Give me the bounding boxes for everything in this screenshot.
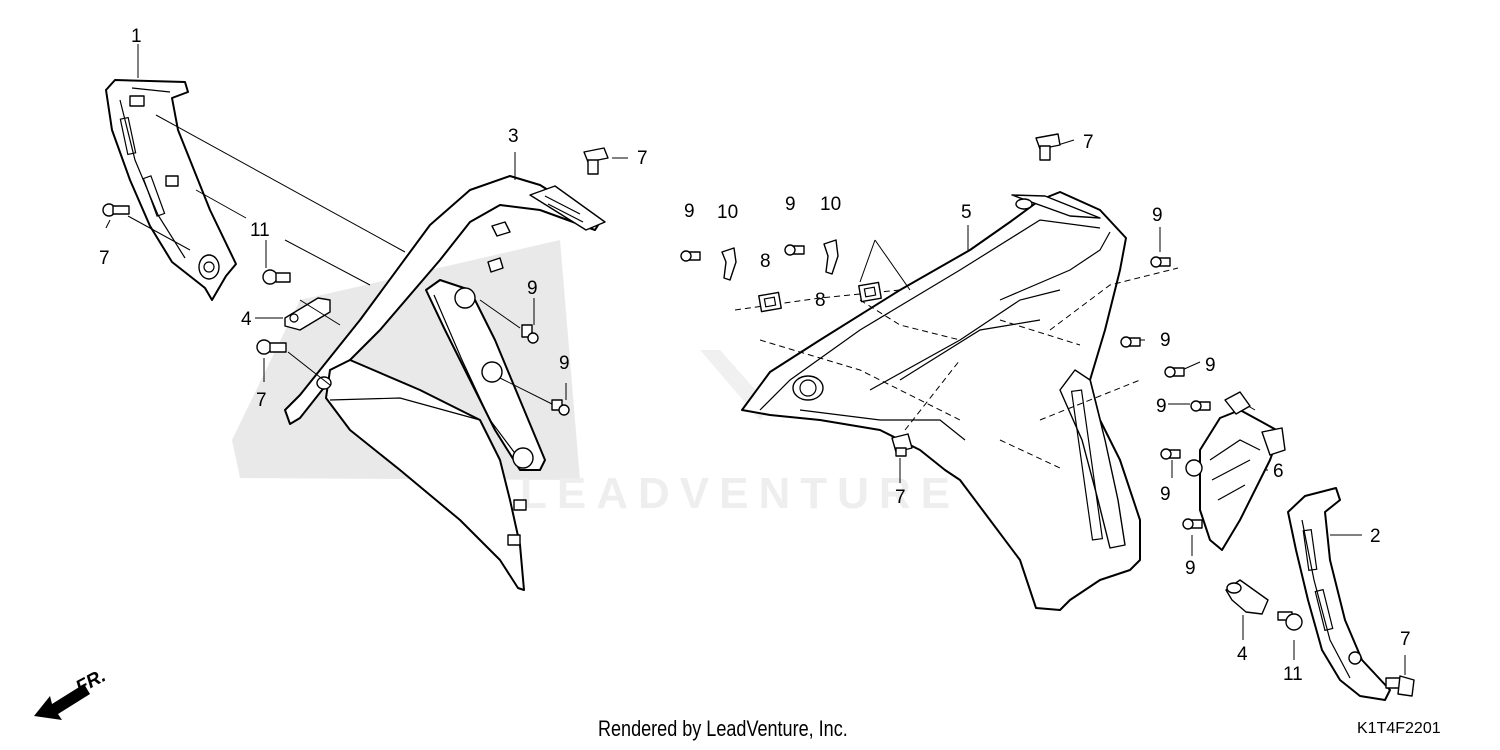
screw-9-b [551,399,570,416]
part-5-side-cover [741,191,1141,611]
callout-7-c: 7 [637,148,648,169]
nut-8-b [858,281,882,303]
callout-8-a: 8 [760,251,771,272]
bolt-11-a [262,269,291,285]
callout-1: 1 [131,26,142,47]
part-6-bracket-cover [1185,391,1286,551]
inner-cover-panel [316,279,546,591]
clip-10-a [721,247,737,281]
callout-7-d: 7 [1083,132,1094,153]
screw-7-e [891,433,913,457]
watermark-text: LEADVENTURE [520,469,960,518]
bolt-7-b [256,339,287,355]
left-fasteners [102,147,609,416]
left-leader-lines [105,44,628,405]
part-1-trim-strip [105,79,237,301]
callout-6: 6 [1273,461,1284,482]
callout-4-right: 4 [1237,644,1248,665]
nut-8-a [758,291,782,313]
screw-9-i [1160,448,1181,460]
callout-4-left: 4 [241,309,252,330]
screw-9-d [784,244,805,256]
callout-7-b: 7 [256,390,267,411]
callout-2: 2 [1370,526,1381,547]
callout-9-h: 9 [1156,396,1167,417]
callout-10-a: 10 [717,202,738,223]
callout-labels: 1 2 3 4 4 5 6 7 7 7 7 7 7 8 8 9 9 9 9 9 … [99,26,1411,685]
callout-9-c: 9 [527,278,538,299]
screw-9-j [1182,518,1203,530]
screw-9-e [1150,256,1171,268]
callout-8-b: 8 [815,290,826,311]
screw-7-d [1035,133,1061,161]
callout-9-b: 9 [785,194,796,215]
callout-9-d: 9 [559,353,570,374]
callout-5: 5 [961,202,972,223]
collar-4-b [1225,579,1269,615]
clip-10-b [823,239,839,275]
screw-9-a [521,324,539,344]
part-2-trim-strip [1287,487,1391,701]
callout-9-a: 9 [684,201,695,222]
screw-9-g [1164,366,1185,378]
callout-7-a: 7 [99,248,110,269]
part-3-upper-panel [284,175,606,425]
callout-9-e: 9 [1152,205,1163,226]
diagram-code: K1T4F2201 [1357,720,1441,737]
callout-7-f: 7 [1400,629,1411,650]
callout-3: 3 [508,126,519,147]
screw-9-h [1190,400,1211,412]
callout-7-e: 7 [895,487,906,508]
front-direction-arrow: FR. [34,666,109,720]
screw-7-f [1385,675,1415,697]
callout-11-b: 11 [1283,664,1303,685]
bolt-11-b [1277,611,1303,631]
callout-9-i: 9 [1160,484,1171,505]
callout-11-a: 11 [250,220,270,241]
screw-9-f [1120,336,1141,348]
screw-9-c [680,250,701,262]
bolt-7-a [102,203,130,217]
footer-credit: Rendered by LeadVenture, Inc. [598,716,848,741]
dashed-lines [734,267,1179,469]
mid-leader-lines [859,139,1406,675]
screw-7-c [583,147,609,175]
callout-9-g: 9 [1205,355,1216,376]
callout-9-j: 9 [1185,558,1196,579]
callout-9-f: 9 [1160,330,1171,351]
right-fasteners [680,133,1415,697]
callout-10-b: 10 [820,194,841,215]
clip-4-a [284,297,331,331]
